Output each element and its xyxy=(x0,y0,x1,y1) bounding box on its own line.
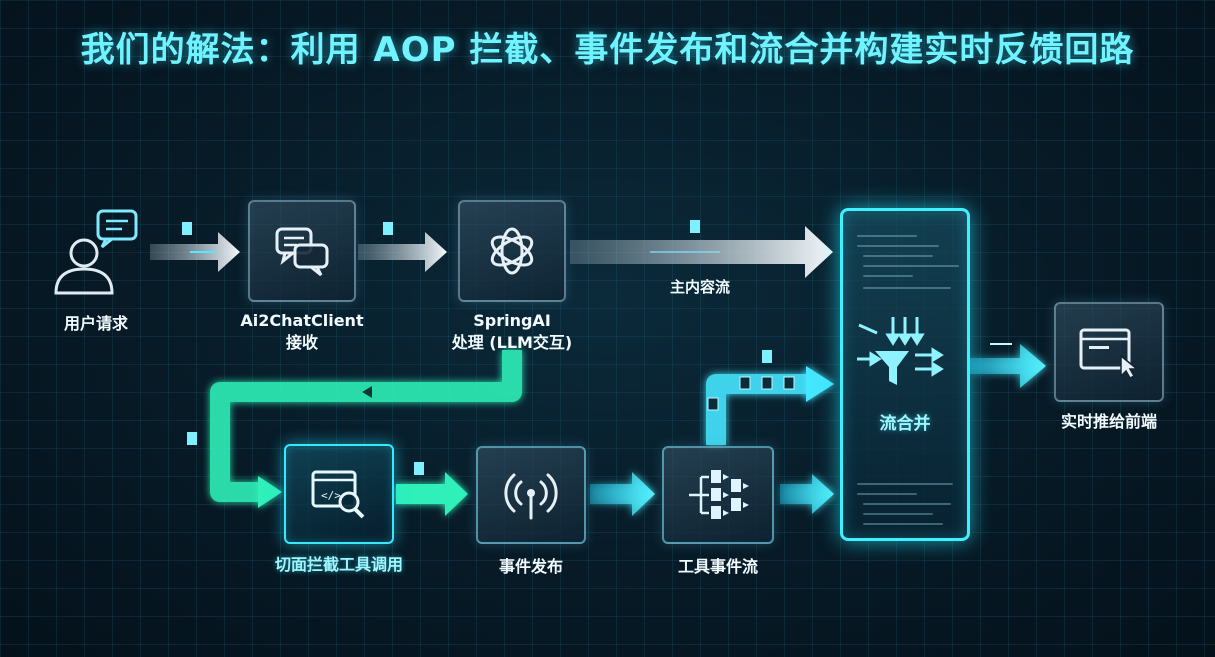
client-label: Ai2ChatClient 接收 xyxy=(222,310,382,354)
svg-text:</>: </> xyxy=(321,489,341,502)
aspect-label: 切面拦截工具调用 xyxy=(274,555,403,574)
aspect-node: </> xyxy=(284,444,394,544)
browser-cursor-icon xyxy=(1079,328,1140,378)
client-label-line1: Ai2ChatClient xyxy=(240,311,364,330)
springai-label-line2: 处理 (LLM交互) xyxy=(451,333,573,352)
toolstream-label: 工具事件流 xyxy=(677,557,758,576)
client-node xyxy=(248,200,356,302)
user-label: 用户请求 xyxy=(63,314,128,333)
code-search-icon: </> xyxy=(311,470,365,519)
funnel-icon xyxy=(857,317,944,385)
arrow-client-to-springai xyxy=(358,232,447,272)
client-label-line2: 接收 xyxy=(285,333,318,352)
user-node xyxy=(50,205,142,297)
event-label: 事件发布 xyxy=(498,557,563,576)
frontend-label: 实时推给前端 xyxy=(1060,412,1157,431)
arrow-event-to-toolstream xyxy=(590,472,655,516)
springai-label: SpringAI 处理 (LLM交互) xyxy=(432,310,592,354)
springai-node xyxy=(458,200,566,302)
arrow-toolstream-to-merge-low xyxy=(780,474,834,514)
user-chat-icon xyxy=(54,209,138,295)
broadcast-icon xyxy=(504,473,558,520)
arrow-aspect-to-event xyxy=(396,472,468,516)
merge-node: 流合并 xyxy=(840,208,970,541)
springai-label-line1: SpringAI xyxy=(473,311,551,330)
openai-knot-icon xyxy=(490,227,534,275)
event-node xyxy=(476,446,586,544)
toolstream-node xyxy=(662,446,774,544)
merge-label: 流合并 xyxy=(879,414,931,434)
frontend-node xyxy=(1054,302,1164,402)
file-tree-icon xyxy=(689,470,749,519)
main-content-label: 主内容流 xyxy=(669,278,730,296)
arrow-toolstream-to-merge-up xyxy=(706,374,810,445)
chat-bubbles-icon xyxy=(275,227,329,277)
arrow-springai-to-aspect xyxy=(210,350,522,502)
arrow-merge-to-frontend xyxy=(970,344,1046,388)
page-title: 我们的解法：利用 AOP 拦截、事件发布和流合并构建实时反馈回路 xyxy=(80,30,1135,70)
